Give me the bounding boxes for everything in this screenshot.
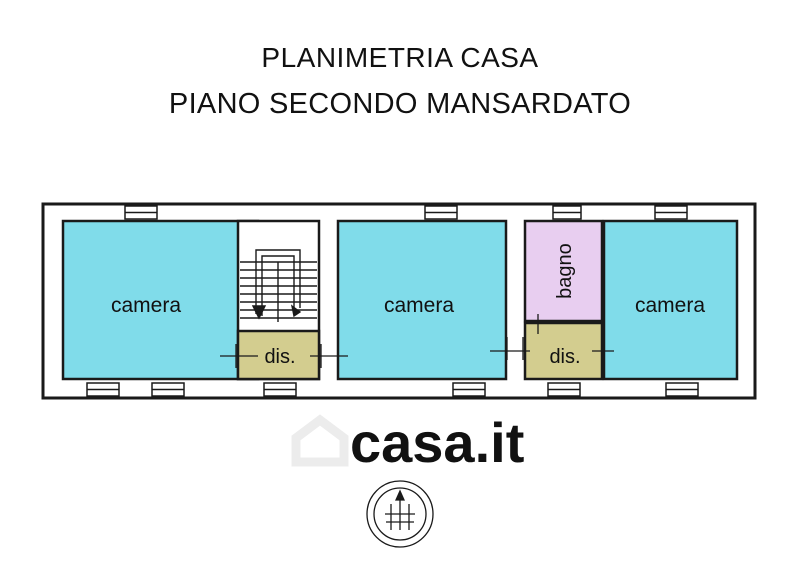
windows-bottom (86, 382, 699, 397)
windows-top (124, 205, 688, 220)
plan-title: PLANIMETRIA CASA (261, 42, 539, 73)
label-dis-left: dis. (264, 346, 295, 368)
room-camera-right (602, 219, 739, 381)
watermark: casa.it (291, 411, 524, 474)
plan-subtitle: PIANO SECONDO MANSARDATO (168, 88, 632, 120)
label-dis-right: dis. (549, 346, 580, 368)
label-camera-left: camera (111, 294, 181, 317)
house-icon (291, 414, 349, 467)
label-camera-right: camera (635, 294, 705, 317)
label-camera-center: camera (384, 294, 454, 317)
label-bagno: bagno (554, 243, 576, 299)
watermark-text: casa.it (350, 411, 524, 474)
room-camera-center (336, 219, 508, 381)
room-bagno (523, 219, 604, 323)
room-dis-left (236, 329, 321, 381)
stairs-icon (240, 249, 317, 322)
door-marks (220, 314, 614, 368)
north-compass-icon (366, 480, 434, 548)
